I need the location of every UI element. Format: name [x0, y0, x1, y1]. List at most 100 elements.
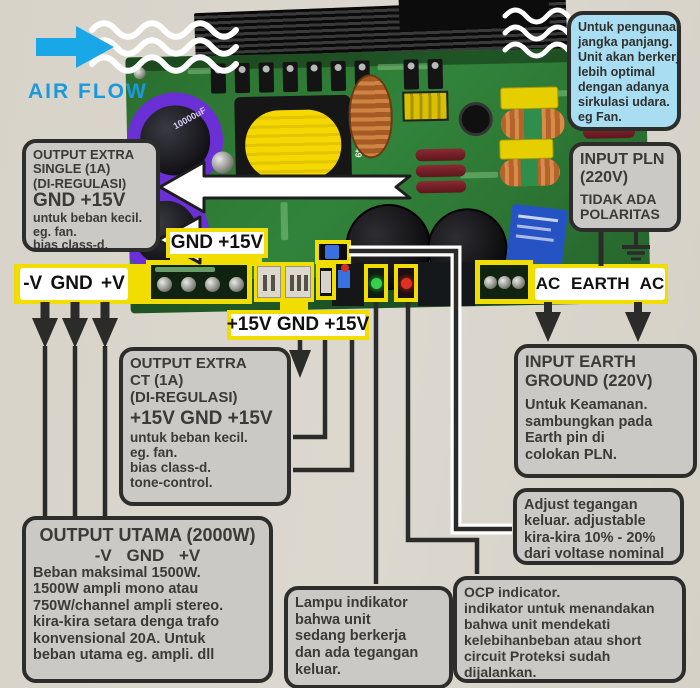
- terminal-silkscreen: [155, 267, 215, 272]
- ocp-line: circuit Proteksi sudah: [464, 647, 611, 664]
- single-body-line: eg. fan.: [33, 224, 77, 239]
- power-led-highlight: [364, 264, 388, 302]
- earth-body-line: sambungkan pada: [525, 413, 653, 430]
- utama-terminals: -V GND +V: [94, 545, 201, 565]
- pln-body-line: POLARITAS: [580, 206, 660, 223]
- terminal-screw: [229, 277, 244, 292]
- cooling-note-line: lebih optimal: [578, 65, 656, 79]
- ocp-indicator-box: OCP indicator. indikator untuk menandaka…: [453, 576, 686, 683]
- single-title-line: SINGLE (1A): [33, 161, 111, 177]
- terminal-screw: [498, 276, 511, 289]
- ocp-line: indikator untuk menandakan: [464, 599, 655, 616]
- pln-body-line: TIDAK ADA: [580, 190, 657, 207]
- power-led-line: Lampu indikator: [295, 595, 408, 611]
- fuse-holder: [338, 270, 350, 288]
- bottom-margin: [0, 688, 700, 700]
- power-led-line: keluar.: [295, 661, 341, 678]
- ct-title-line: OUTPUT EXTRA: [130, 355, 247, 372]
- adjust-line: kira-kira 10% - 20%: [524, 529, 656, 546]
- terminal-screw: [205, 277, 220, 292]
- extra-single-connector: [316, 264, 336, 300]
- white-connector: [285, 266, 311, 298]
- adjust-line: Adjust tegangan: [524, 497, 638, 513]
- utama-body-line: 1500W ampli mono atau: [33, 581, 199, 598]
- ocp-line: dijalankan.: [464, 663, 537, 680]
- utama-body-line: beban utama eg. ampli. dll: [33, 647, 215, 664]
- single-body-line: bias class-d.: [33, 238, 109, 252]
- gnd-15v-label-text: GND +15V: [170, 232, 264, 253]
- output-extra-ct-box: OUTPUT EXTRA CT (1A) (DI-REGULASI) +15V …: [119, 347, 291, 506]
- input-pln-box: INPUT PLN (220V) TIDAK ADA POLARITAS: [569, 142, 681, 232]
- output-extra-single-box: OUTPUT EXTRA SINGLE (1A) (DI-REGULASI) G…: [22, 139, 160, 252]
- utama-body-line: Beban maksimal 1500W.: [33, 564, 201, 581]
- trimmer-line-casing: [349, 245, 512, 535]
- board-edge-dark-gap: [332, 262, 364, 306]
- ocp-line: kelebihanbeban atau short: [464, 631, 642, 648]
- pln-title-line: (220V): [580, 168, 629, 186]
- extra-ct-terminals-text: +15V GND +15V: [226, 314, 370, 335]
- ac-input-terminal-block: [475, 260, 533, 304]
- red-component: [341, 264, 349, 272]
- adjust-line: keluar. adjustable: [524, 513, 646, 530]
- earth-body-line: Untuk Keamanan.: [525, 396, 648, 413]
- ac-earth-label-text: AC EARTH AC: [535, 274, 665, 293]
- terminal-screw: [512, 276, 525, 289]
- extra-ct-connector-block: [254, 262, 314, 302]
- pln-title-line: INPUT PLN: [580, 151, 665, 168]
- white-connector: [321, 271, 331, 293]
- adjust-line: dari voltase nominal: [524, 546, 665, 563]
- ct-body-line: tone-control.: [130, 474, 213, 490]
- white-connector: [257, 266, 281, 298]
- ct-title-line: CT (1A): [130, 371, 184, 389]
- ct-body-line: untuk beban kecil.: [130, 429, 248, 445]
- earth-title-line: GROUND (220V): [525, 371, 653, 390]
- cooling-note-line: dengan adanya: [578, 80, 669, 94]
- ct-title-line: (DI-REGULASI): [130, 388, 238, 406]
- trimmer-pot: [325, 245, 339, 259]
- board-edge-dark-gap: [418, 262, 475, 306]
- ocp-led-highlight: [394, 264, 418, 302]
- input-earth-box: INPUT EARTH GROUND (220V) Untuk Keamanan…: [514, 344, 697, 478]
- earth-body-line: Earth pin di: [525, 430, 605, 447]
- label-connector-strip: [280, 300, 308, 313]
- main-output-terminals-label: -V GND +V: [20, 268, 128, 300]
- gnd-15v-label: GND +15V: [166, 228, 268, 258]
- cooling-note-line: Unit akan berkerja: [578, 50, 681, 64]
- ocp-line: OCP indicator.: [464, 584, 561, 600]
- terminal-screw: [484, 276, 497, 289]
- single-terminals: GND +15V: [33, 189, 126, 211]
- utama-title: OUTPUT UTAMA (2000W): [39, 525, 256, 545]
- terminal-screw: [157, 277, 172, 292]
- single-body-line: untuk beban kecil.: [33, 210, 143, 225]
- single-title-line: (DI-REGULASI): [33, 175, 127, 191]
- airflow-waves: [89, 7, 571, 74]
- cooling-note-line: Untuk pengunaan: [578, 20, 681, 34]
- output-utama-box: OUTPUT UTAMA (2000W) -V GND +V Beban mak…: [22, 516, 273, 683]
- adjust-voltage-box: Adjust tegangan keluar. adjustable kira-…: [513, 488, 684, 565]
- earth-title-line: INPUT EARTH: [525, 353, 636, 371]
- trimmer-line: [349, 248, 512, 532]
- ocp-line: bahwa unit mendekati: [464, 615, 611, 632]
- power-led-line: bahwa unit: [295, 611, 371, 628]
- cooling-note-line: sirkulasi udara.: [578, 95, 670, 109]
- ct-body-line: bias class-d.: [130, 459, 212, 475]
- ocp-led: [400, 277, 412, 289]
- voltage-trimmer-highlight: [315, 240, 351, 264]
- earth-body-line: colokan PLN.: [525, 446, 617, 463]
- cooling-note-box: Untuk pengunaan jangka panjang. Unit aka…: [567, 11, 681, 131]
- single-title-line: OUTPUT EXTRA: [33, 147, 135, 162]
- cooling-note-line: jangka panjang.: [578, 35, 673, 49]
- ac-earth-label: AC EARTH AC: [535, 268, 665, 300]
- utama-body-line: 750W/channel ampli stereo.: [33, 597, 224, 614]
- utama-body-line: kira-kira setara denga trafo: [33, 614, 220, 631]
- power-led-line: dan ada tegangan: [295, 645, 419, 662]
- cooling-note-line: eg Fan.: [578, 110, 622, 124]
- terminal-screw: [181, 277, 196, 292]
- airflow-arrow: [36, 26, 114, 68]
- ct-body-line: eg. fan.: [130, 444, 178, 460]
- power-led-note-box: Lampu indikator bahwa unit sedang berker…: [284, 586, 453, 689]
- ct-terminals: +15V GND +15V: [130, 408, 273, 430]
- air-flow-label: AIR FLOW: [28, 80, 148, 103]
- power-led-line: sedang berkerja: [295, 628, 407, 645]
